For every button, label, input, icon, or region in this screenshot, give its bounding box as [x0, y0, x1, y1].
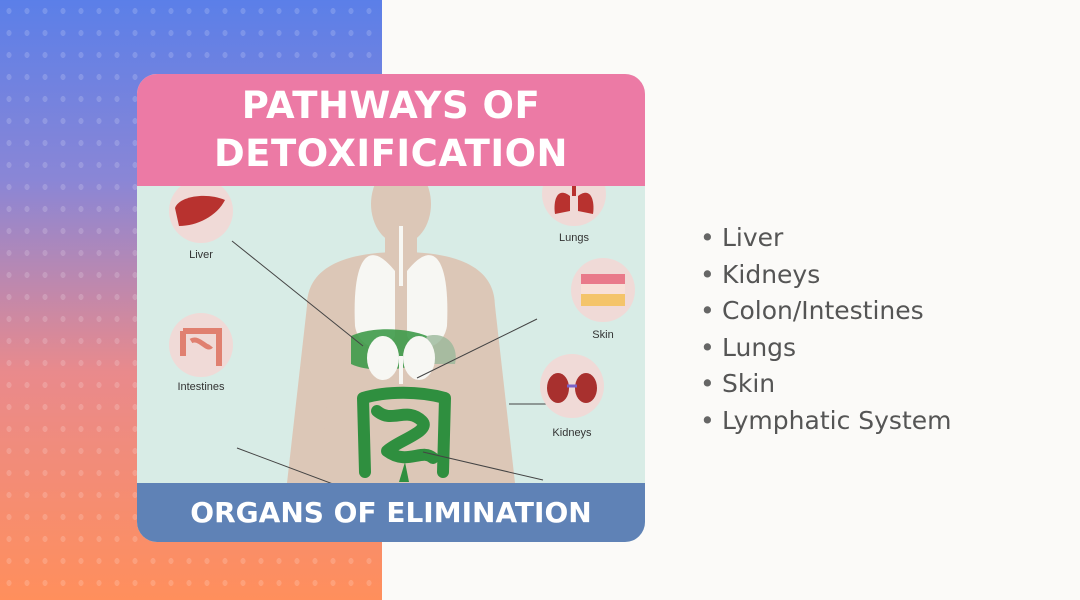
kidneys-organ	[367, 336, 435, 384]
organ-label-kidneys: Kidneys	[552, 427, 592, 439]
list-item: •Lungs	[700, 332, 797, 362]
lungs-icon	[542, 162, 606, 226]
organ-label-skin: Skin	[592, 329, 614, 341]
body-diagram: Liver Lungs Skin Intestines Kidneys	[137, 162, 645, 497]
organ-label-lungs: Lungs	[559, 232, 589, 244]
list-item: •Lymphatic System	[700, 405, 952, 435]
kidneys-icon	[540, 354, 604, 418]
skin-icon	[571, 258, 635, 322]
infographic-footer: ORGANS OF ELIMINATION	[137, 483, 645, 542]
list-item: •Colon/Intestines	[700, 296, 924, 325]
lungs-organ	[354, 226, 448, 348]
intestines-icon	[169, 313, 233, 377]
list-item: •Kidneys	[700, 259, 821, 289]
organ-label-intestines: Intestines	[177, 381, 225, 393]
intestines-organ	[357, 386, 451, 478]
organ-label-liver: Liver	[189, 249, 213, 261]
title-line-1: PATHWAYS OF	[241, 84, 541, 127]
organ-bullet-list: •Liver •Kidneys •Colon/Intestines •Lungs…	[700, 220, 951, 439]
liver-icon	[169, 179, 233, 243]
rectum-shape	[399, 462, 409, 482]
infographic-title: PATHWAYS OF DETOXIFICATION	[137, 74, 645, 186]
list-item: •Liver	[700, 223, 784, 252]
connector-lines	[231, 240, 567, 497]
list-item: •Skin	[700, 369, 776, 398]
title-line-2: DETOXIFICATION	[213, 132, 569, 175]
infographic-card: PATHWAYS OF DETOXIFICATION	[137, 74, 645, 542]
